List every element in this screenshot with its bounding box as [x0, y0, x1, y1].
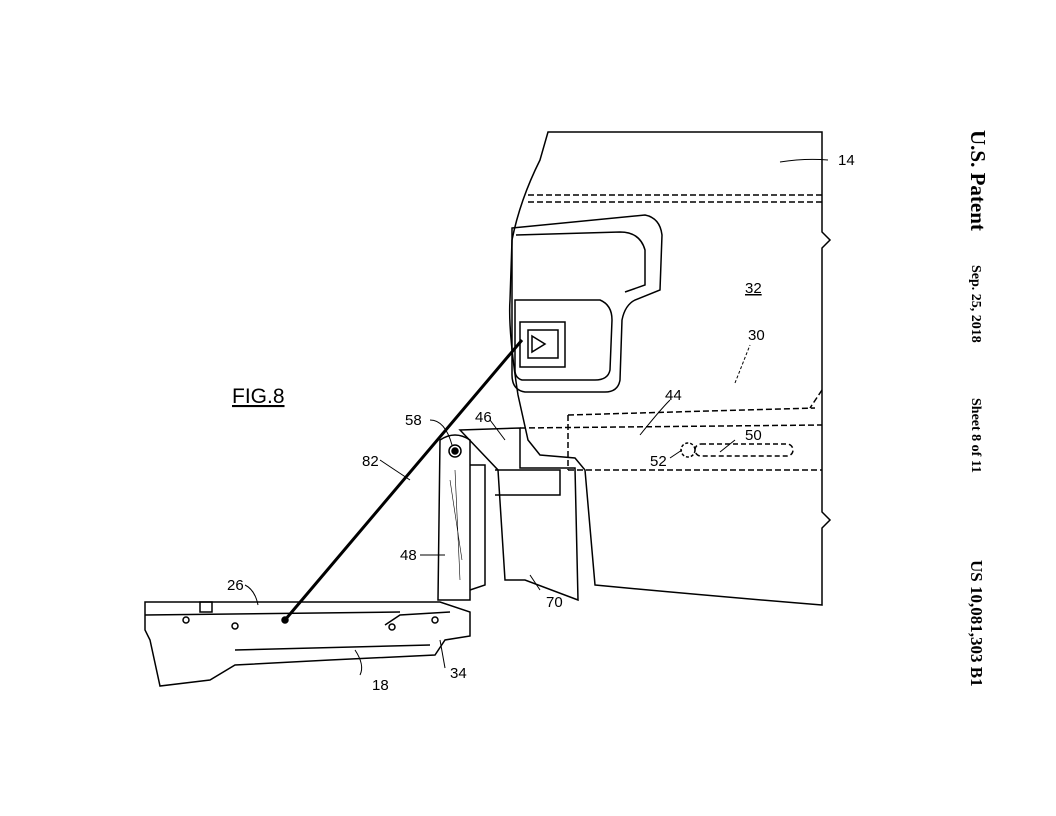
label-18: 18 — [372, 677, 389, 694]
label-52: 52 — [650, 453, 667, 470]
label-14: 14 — [838, 152, 855, 169]
label-48: 48 — [400, 547, 417, 564]
leader-lines — [244, 158, 829, 676]
running-board — [144, 601, 471, 687]
figure-title: FIG.8 — [232, 385, 285, 408]
label-50: 50 — [745, 427, 762, 444]
label-70: 70 — [546, 594, 563, 611]
label-44: 44 — [665, 387, 682, 404]
label-32: 32 — [745, 280, 762, 297]
label-30: 30 — [748, 327, 765, 344]
reference-labels: 14 32 30 44 50 52 46 58 82 48 70 26 18 3… — [227, 152, 855, 694]
label-26: 26 — [227, 577, 244, 594]
vehicle-body — [508, 131, 832, 606]
label-34: 34 — [450, 665, 467, 682]
label-46: 46 — [475, 409, 492, 426]
tether-line — [283, 339, 524, 621]
step-arm-assembly — [437, 427, 579, 602]
label-58: 58 — [405, 412, 422, 429]
label-82: 82 — [362, 453, 379, 470]
